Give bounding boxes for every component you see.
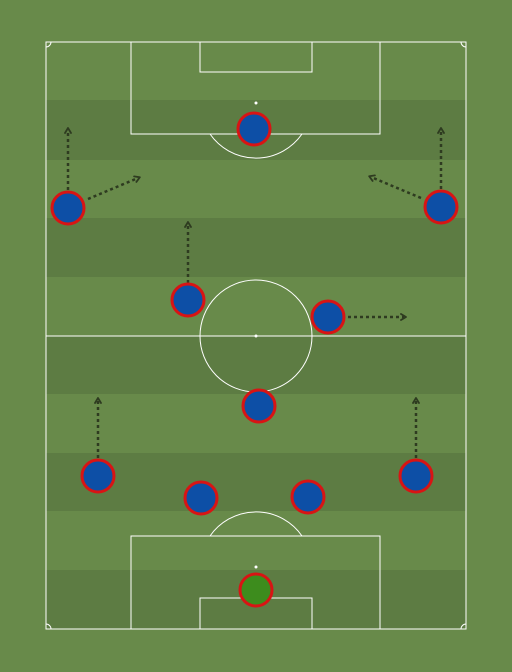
corner-arc-bottom-left bbox=[45, 623, 52, 630]
player-central-midfielder-right[interactable] bbox=[310, 299, 346, 335]
corner-arc-top-left bbox=[45, 41, 52, 48]
corner-arc-bottom-right bbox=[460, 623, 467, 630]
player-defensive-midfielder[interactable] bbox=[241, 388, 277, 424]
movement-arrows bbox=[64, 127, 445, 458]
player-striker[interactable] bbox=[236, 111, 272, 147]
top-penalty-spot bbox=[254, 101, 258, 105]
player-central-midfielder-left[interactable] bbox=[170, 282, 206, 318]
centre-spot bbox=[254, 334, 258, 338]
player-winger-right[interactable] bbox=[423, 189, 459, 225]
bottom-penalty-spot bbox=[254, 565, 258, 569]
player-goalkeeper[interactable] bbox=[238, 572, 274, 608]
pitch-spots bbox=[254, 101, 258, 569]
players bbox=[50, 111, 459, 608]
player-centre-back-left[interactable] bbox=[183, 480, 219, 516]
player-full-back-left[interactable] bbox=[80, 458, 116, 494]
pitch-stripe bbox=[46, 453, 466, 511]
pitch-stripe bbox=[46, 218, 466, 277]
corner-arc-top-right bbox=[460, 41, 467, 48]
player-centre-back-right[interactable] bbox=[290, 479, 326, 515]
player-winger-left[interactable] bbox=[50, 190, 86, 226]
bottom-penalty-arc bbox=[209, 511, 303, 537]
player-full-back-right[interactable] bbox=[398, 458, 434, 494]
top-penalty-arc bbox=[209, 133, 303, 159]
pitch-stripe bbox=[46, 336, 466, 394]
top-goal-area bbox=[199, 41, 313, 73]
